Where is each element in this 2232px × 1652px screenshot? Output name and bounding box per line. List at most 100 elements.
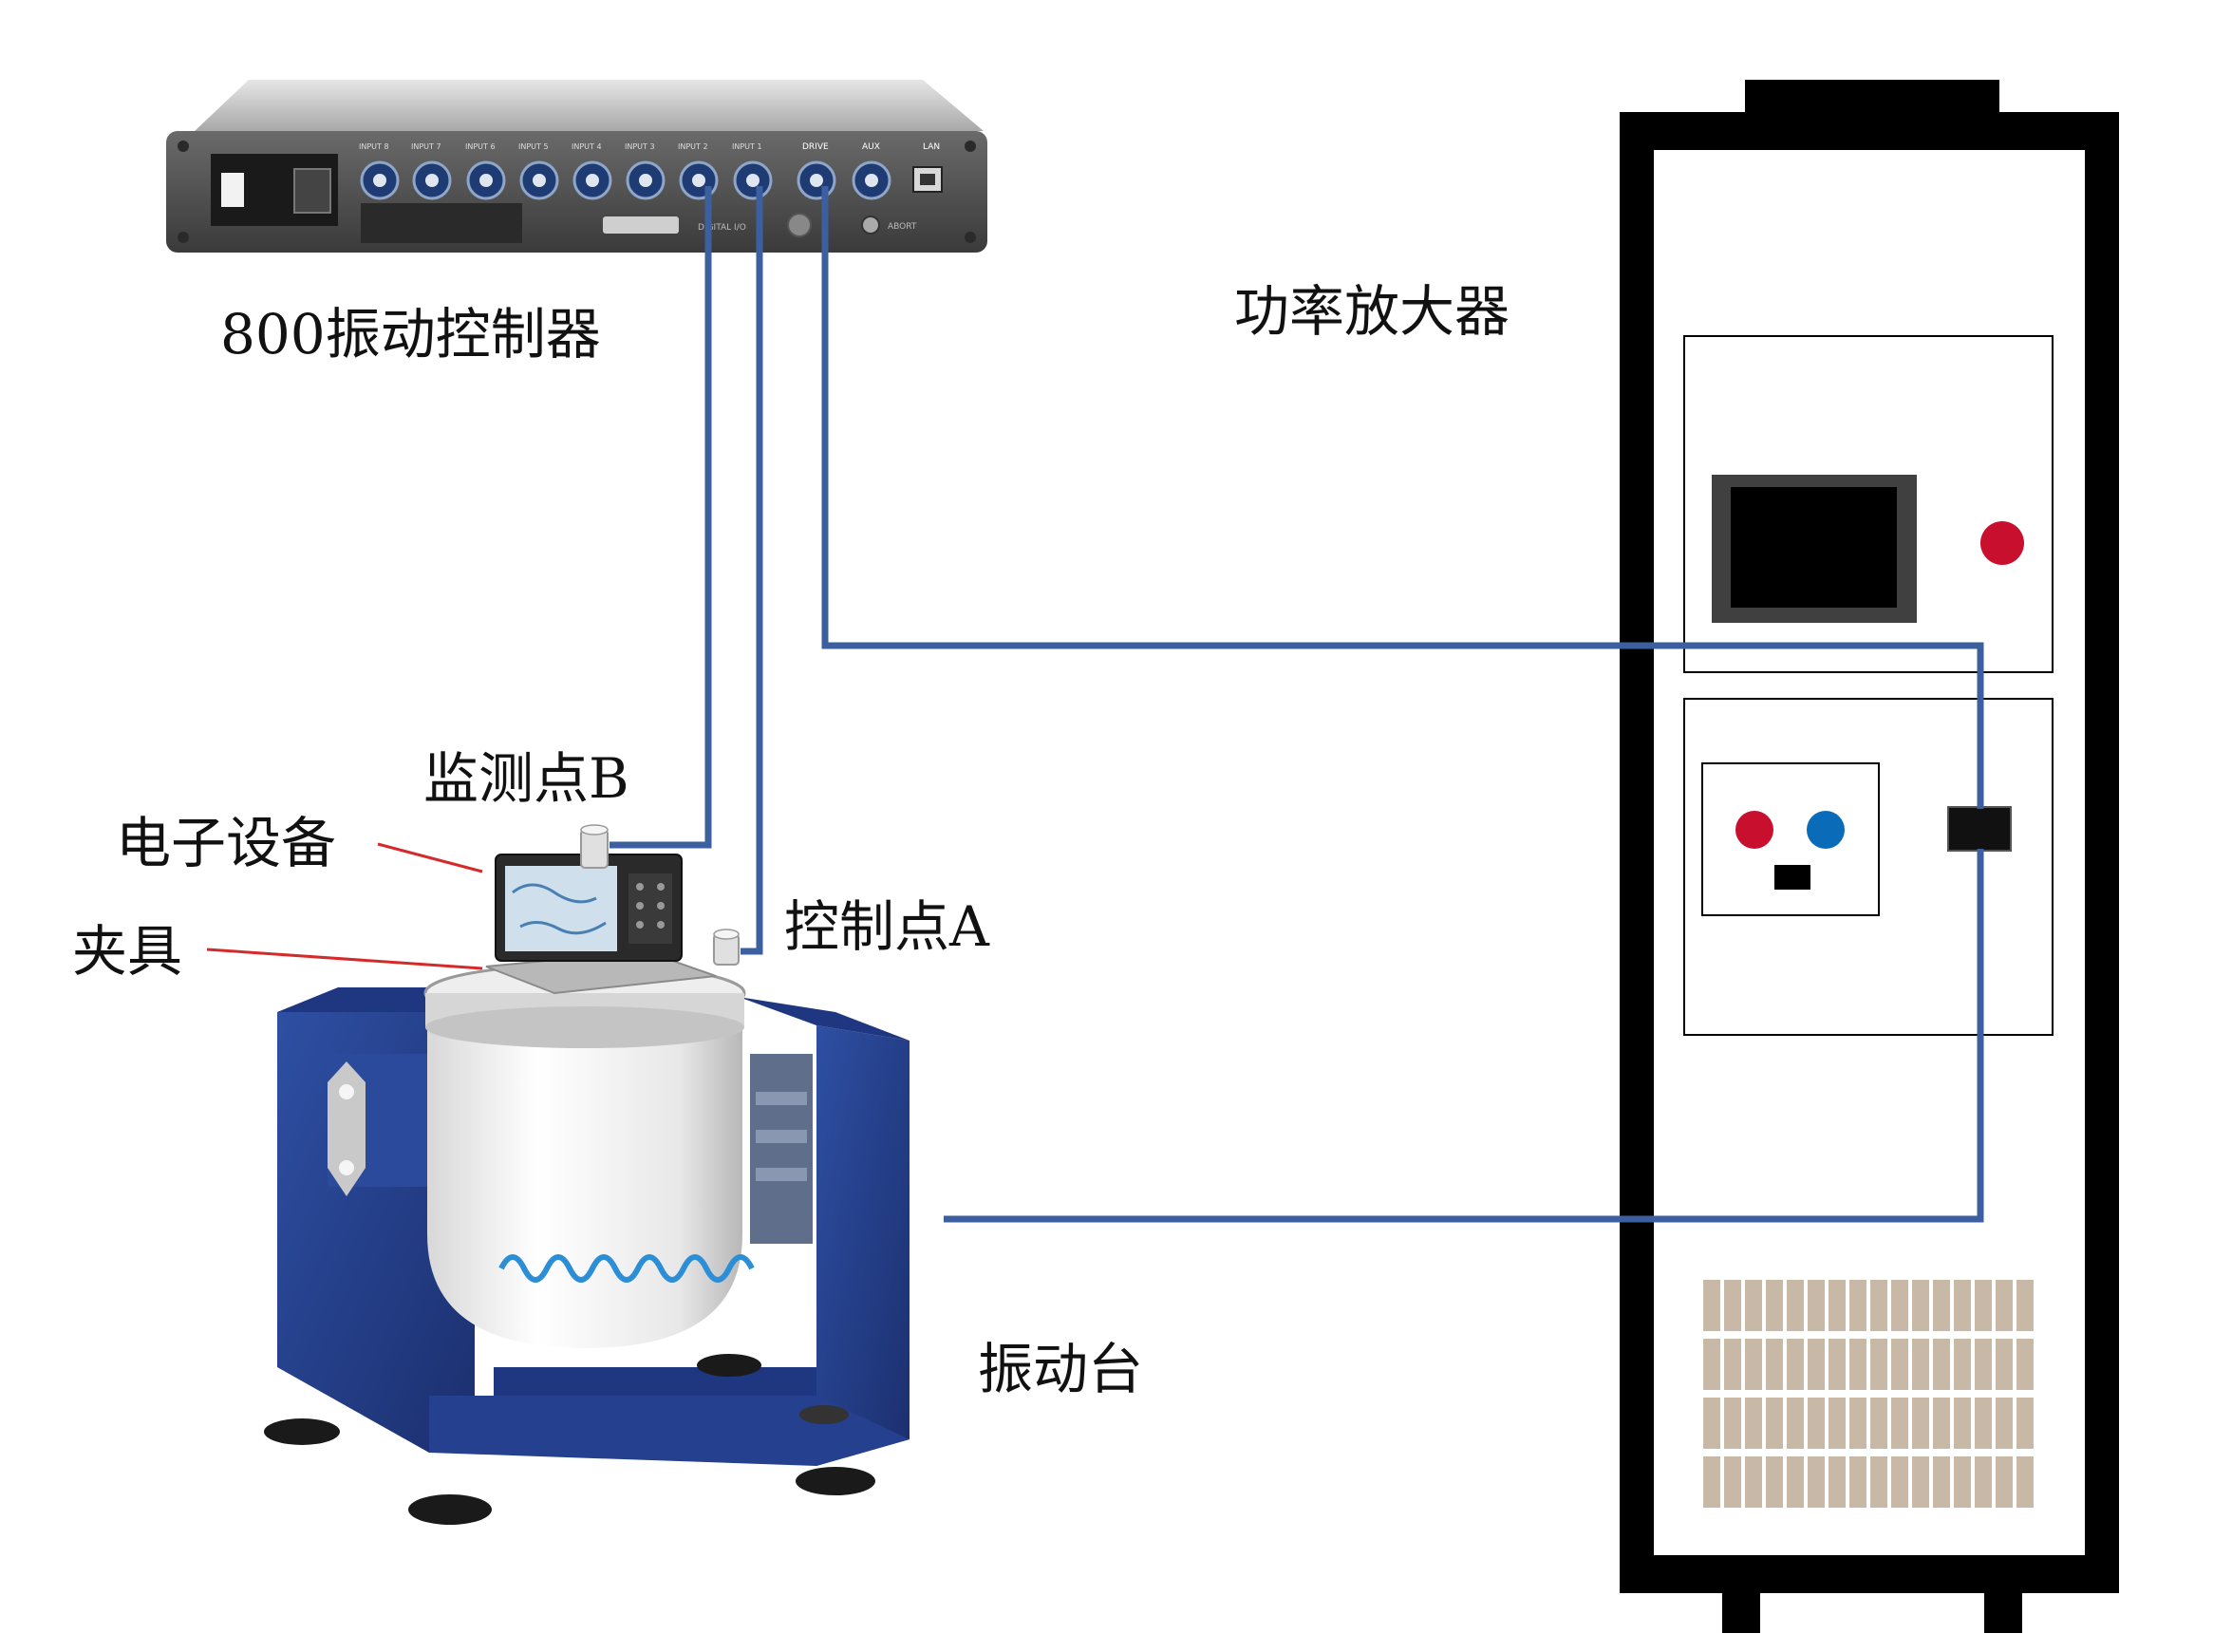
device-screen — [505, 866, 617, 951]
leader-line-fixture — [206, 948, 483, 970]
shaker-base — [429, 1396, 910, 1466]
power-amplifier-cabinet — [1620, 80, 2119, 1633]
vent-slot — [1745, 1456, 1762, 1508]
bnc-pin-icon — [639, 174, 652, 187]
vent-slot — [2016, 1339, 2034, 1390]
cable-amplifier-to-shaker — [944, 849, 1984, 1223]
bnc-pin-icon — [586, 174, 599, 187]
vent-slot — [1954, 1280, 1971, 1331]
monitor-point-label: 监测点B — [423, 746, 629, 811]
vent-slot — [1745, 1339, 1762, 1390]
vent-slot — [1808, 1280, 1825, 1331]
controller-display-window — [361, 203, 522, 243]
vent-slot — [1724, 1398, 1741, 1449]
vent-slot — [1829, 1456, 1846, 1508]
vent-slot — [1870, 1456, 1887, 1508]
cable-drive-to-amplifier — [821, 186, 1984, 809]
sensor-monitor-point-b — [580, 824, 609, 869]
vent-slot — [1703, 1456, 1720, 1508]
vent-slot — [1849, 1280, 1866, 1331]
vent-slot — [1724, 1339, 1741, 1390]
vent-slot — [1766, 1398, 1783, 1449]
shaker-foot — [697, 1354, 761, 1377]
sensor-control-point-a — [713, 929, 740, 966]
vent-slot — [1975, 1280, 1992, 1331]
signal-cables — [610, 186, 1984, 1223]
vent-slot — [1849, 1398, 1866, 1449]
vent-slot — [1787, 1398, 1804, 1449]
ground-terminal-icon — [1774, 865, 1810, 890]
power-switch-icon[interactable] — [221, 173, 244, 207]
cable-connector-block — [1947, 806, 2012, 852]
lan-port-icon — [912, 166, 943, 193]
vent-slot — [1975, 1339, 1992, 1390]
control-point-label: 控制点A — [784, 894, 990, 959]
vent-slot — [1870, 1280, 1887, 1331]
vent-slot — [1703, 1280, 1720, 1331]
vent-slot — [1975, 1398, 1992, 1449]
vent-slot — [1829, 1398, 1846, 1449]
cable-control-point-a — [741, 186, 763, 955]
bnc-pin-icon — [865, 174, 878, 187]
screw-icon — [178, 232, 189, 243]
abort-label: ABORT — [888, 222, 917, 232]
vent-slot — [1891, 1280, 1908, 1331]
vent-slot — [1703, 1339, 1720, 1390]
vent-slot — [1912, 1280, 1929, 1331]
vent-slot — [1766, 1456, 1783, 1508]
vent-slot — [2016, 1280, 2034, 1331]
bnc-pin-icon — [692, 174, 705, 187]
vent-slot — [1703, 1398, 1720, 1449]
leader-line-device — [377, 842, 483, 873]
cabinet-foot-right — [1984, 1591, 2022, 1633]
vent-slot — [1996, 1456, 2013, 1508]
controller-label: 800振动控制器 — [220, 302, 601, 366]
shaker-suspension — [750, 1054, 813, 1244]
vent-slot — [1912, 1456, 1929, 1508]
shaker-wave-stripe — [498, 1254, 755, 1283]
vent-slot — [1954, 1398, 1971, 1449]
vent-slot — [1745, 1280, 1762, 1331]
cable-monitor-point-b — [610, 186, 712, 849]
vent-slot — [1954, 1456, 1971, 1508]
vent-slot — [1829, 1339, 1846, 1390]
amplifier-display-screen — [1731, 487, 1897, 608]
vent-slot — [1766, 1280, 1783, 1331]
vent-slot — [1954, 1339, 1971, 1390]
vent-slot — [1996, 1339, 2013, 1390]
vent-slot — [1912, 1398, 1929, 1449]
vent-slot — [1891, 1398, 1908, 1449]
vent-slot — [1724, 1280, 1741, 1331]
vent-slot — [1808, 1339, 1825, 1390]
controller-top-surface — [195, 80, 984, 131]
vent-slot — [1933, 1398, 1950, 1449]
blue-terminal-icon — [1807, 811, 1845, 849]
vent-slot — [1787, 1280, 1804, 1331]
abort-button-icon[interactable] — [787, 213, 812, 237]
shaker-foot — [408, 1494, 492, 1525]
vent-slot — [1870, 1339, 1887, 1390]
vent-slot — [1933, 1280, 1950, 1331]
electronic-device — [495, 854, 683, 962]
trunnion-icon — [328, 1061, 366, 1196]
red-terminal-icon — [1735, 811, 1773, 849]
vent-slot — [2016, 1456, 2034, 1508]
vent-slot — [1891, 1456, 1908, 1508]
cabinet-top-cap — [1745, 80, 1999, 118]
shaker-foot — [264, 1418, 340, 1445]
vibration-shaker — [264, 963, 910, 1525]
input-label: INPUT 6 — [465, 142, 496, 151]
device-label: 电子设备 — [116, 811, 336, 875]
input-label: INPUT 1 — [732, 142, 762, 151]
input-label: INPUT 8 — [359, 142, 389, 151]
drive-label: DRIVE — [802, 142, 829, 152]
power-socket-icon — [293, 168, 331, 214]
vent-slot — [1849, 1339, 1866, 1390]
bnc-pin-icon — [533, 174, 546, 187]
bnc-pin-icon — [746, 174, 760, 187]
digital-io-connector-icon — [603, 216, 679, 234]
vent-slot — [1808, 1398, 1825, 1449]
vent-slot — [1933, 1339, 1950, 1390]
device-keypad — [628, 873, 672, 944]
